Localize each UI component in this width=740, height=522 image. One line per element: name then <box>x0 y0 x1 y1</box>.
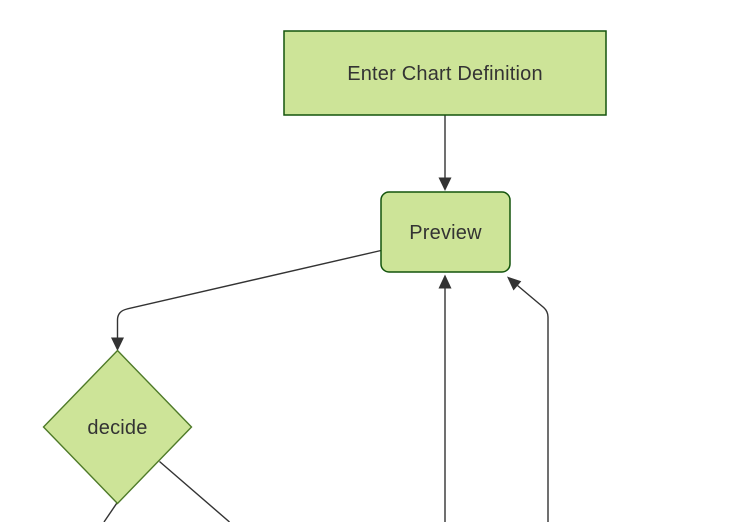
edge-offscreen-center-to-preview <box>438 274 452 522</box>
node-preview-label: Preview <box>409 222 482 244</box>
edge-definition-to-preview <box>438 115 452 191</box>
edge-decide-out-right-line <box>159 460 230 522</box>
edge-decide-out-left <box>103 502 118 522</box>
node-enter-chart-definition-label: Enter Chart Definition <box>347 63 543 85</box>
edge-preview-to-decide-line <box>116 249 382 338</box>
edge-offscreen-right-to-preview <box>507 276 549 522</box>
edge-preview-to-decide <box>111 249 382 351</box>
node-decide-shape <box>42 349 193 505</box>
node-enter-chart-definition: Enter Chart Definition <box>283 30 607 116</box>
edge-preview-to-decide-arrowhead-icon <box>111 337 124 351</box>
edge-decide-out-right <box>159 460 230 522</box>
node-decide-label: decide <box>87 417 147 439</box>
node-preview: Preview <box>380 191 511 273</box>
node-preview-shape <box>380 191 511 273</box>
edge-offscreen-right-to-preview-arrowhead-icon <box>507 276 522 291</box>
edge-definition-to-preview-arrowhead-icon <box>438 177 452 191</box>
edge-offscreen-center-to-preview-arrowhead-icon <box>438 274 452 289</box>
edge-offscreen-right-to-preview-line <box>517 284 549 522</box>
node-decide: decide <box>42 349 193 505</box>
edge-decide-out-left-line <box>103 502 118 522</box>
node-enter-chart-definition-shape <box>283 30 607 116</box>
